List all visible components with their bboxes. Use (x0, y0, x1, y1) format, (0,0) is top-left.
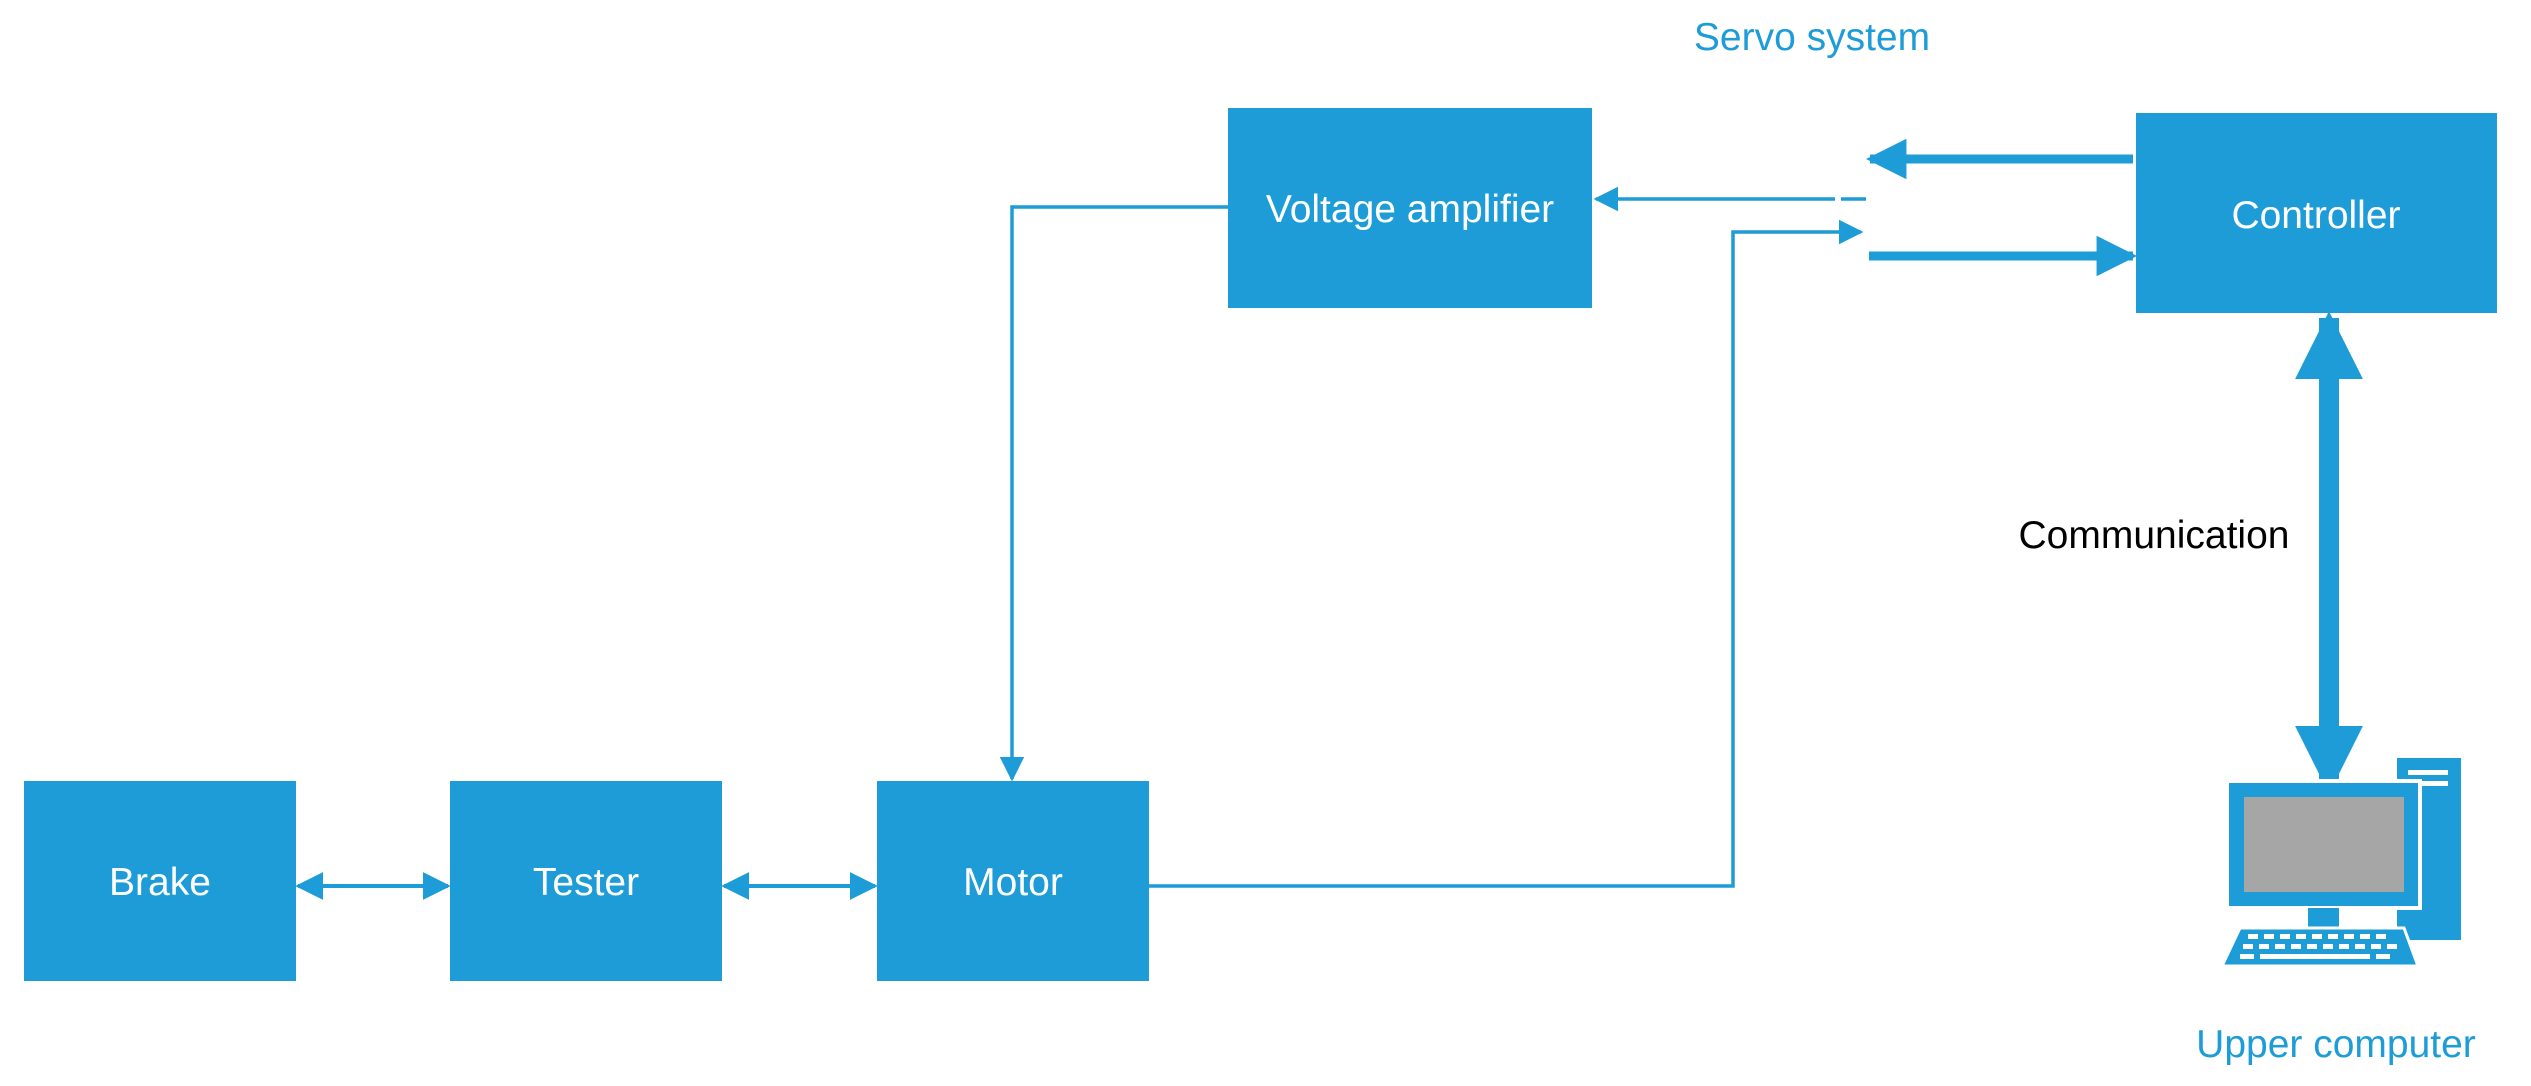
brake-block: Brake (24, 781, 296, 981)
voltage-amplifier-block: Voltage amplifier (1228, 108, 1592, 308)
controller-block: Controller (2136, 113, 2497, 313)
motor-label: Motor (963, 861, 1063, 904)
upper-computer-caption: Upper computer (2196, 1023, 2476, 1066)
desktop-computer-icon (2219, 758, 2461, 968)
voltage-amplifier-label: Voltage amplifier (1266, 188, 1554, 231)
communication-caption: Communication (2019, 514, 2290, 557)
amplifier-to-motor-line (999, 205, 1228, 782)
servo-system-caption: Servo system (1694, 16, 1930, 59)
tester-label: Tester (533, 861, 639, 904)
brake-label: Brake (109, 861, 211, 904)
motor-feedback-line (1149, 219, 1864, 888)
motor-block: Motor (877, 781, 1149, 981)
controller-label: Controller (2231, 194, 2400, 237)
tester-block: Tester (450, 781, 722, 981)
